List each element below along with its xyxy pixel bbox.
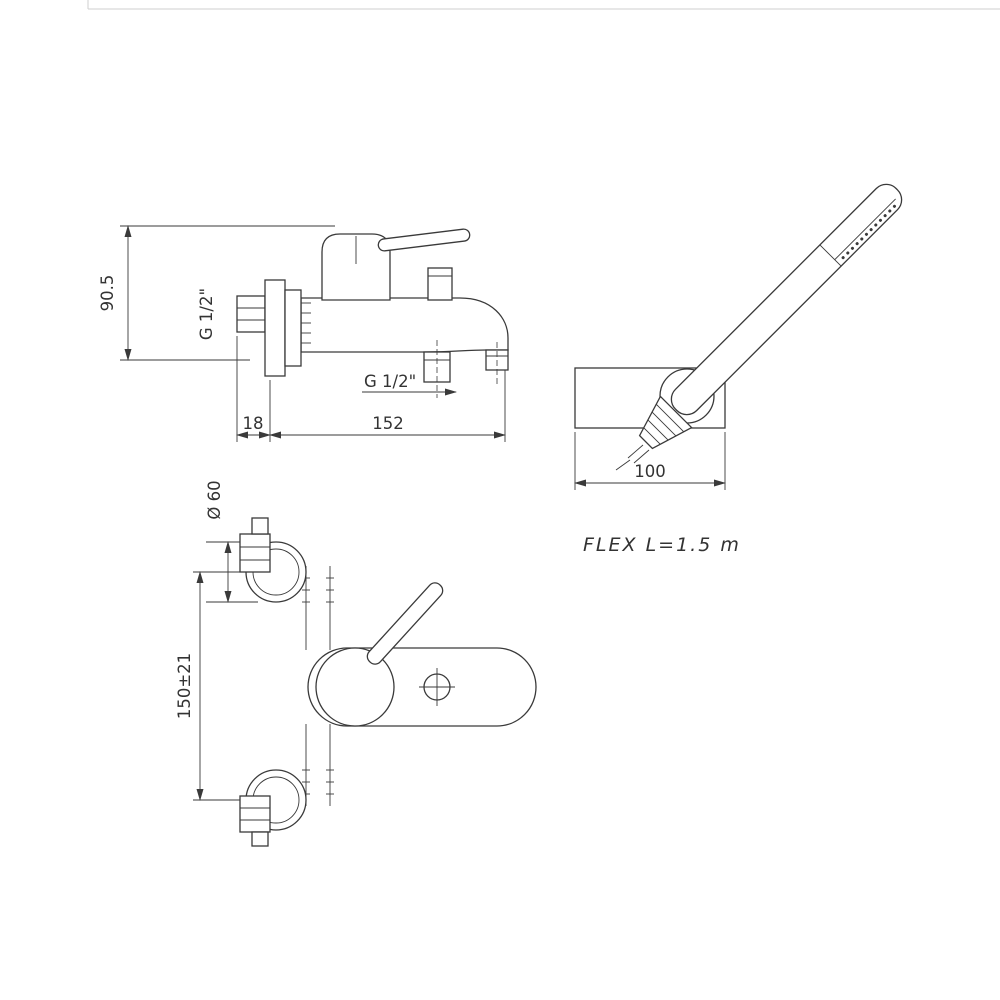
mixer-body-side [300,297,509,353]
spray-nozzle-dots [840,204,896,261]
bottom-pipe-stub [251,831,269,847]
knurled-ring [301,302,311,344]
flex-length-note: FLEX L=1.5 m [583,534,741,556]
outlet-thread-label: G 1/2" [364,372,416,391]
top-union-nut [239,533,271,573]
body-tubes [302,566,334,806]
holder-cone-knurling [643,403,685,445]
inlet-hex-nipple [236,295,266,333]
centers-dim-label: 150±21 [175,653,194,719]
flex-hose-start [615,444,650,471]
diverter-block [427,267,453,301]
page-frame [87,0,1000,10]
spout-reach-dim-label: 152 [372,414,404,433]
escutcheon-dia-label: Ø 60 [205,480,224,519]
wall-depth-dim-label: 18 [243,414,264,433]
escutcheon-step [284,289,302,367]
wall-escutcheon-side [264,279,286,377]
inlet-thread-label: G 1/2" [197,288,216,340]
height-dim-label: 90.5 [98,275,117,312]
lever-handle-side [377,228,471,252]
lever-handle-front [366,582,444,665]
top-pipe-stub [251,517,269,535]
wand-head-joint-line [819,244,842,267]
bottom-union-nut [239,795,271,833]
hand-shower-view: 100 FLEX L=1.5 m [574,183,903,556]
hand-shower-wand [670,183,903,416]
side-view: 90.5 G 1/2" 18 152 G 1/2" [98,225,509,442]
holder-cone [638,395,693,450]
front-view: Ø 60 150±21 [175,480,537,847]
spray-face-line [834,198,896,261]
bracket-width-dim-label: 100 [634,462,666,481]
control-knob [315,647,395,727]
